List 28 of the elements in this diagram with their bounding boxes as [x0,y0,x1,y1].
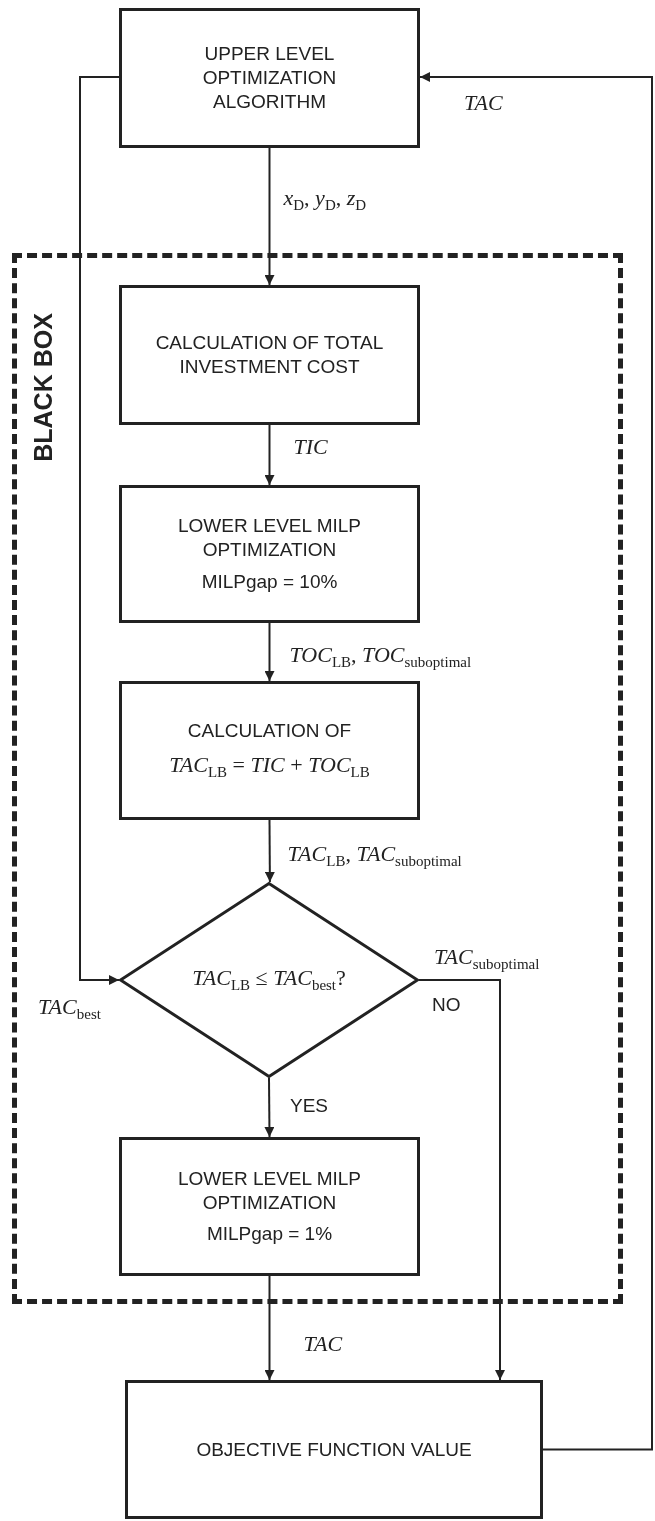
parameter-text: MILPgap = 10% [200,569,339,594]
arrow [79,76,120,985]
arrow [419,72,653,1451]
arrow [264,622,275,682]
node-label: CALCULATION OF [186,719,353,743]
node-label: LOWER LEVEL MILP OPTIMIZATION [177,1166,362,1215]
process-box [125,1380,543,1519]
decision-diamond [119,882,419,1078]
arrow [264,147,275,286]
formula-text: TAC$_{LB}$ ≤ TAC$_{best}$? [191,964,347,996]
node-label: OBJECTIVE FUNCTION VALUE [195,1437,473,1462]
arrow [264,1275,275,1381]
dashed-boundary [12,253,623,1304]
arrow [418,979,505,1381]
node-label: LOWER LEVEL MILP OPTIMIZATION [177,514,362,562]
parameter-text: MILPgap = 1% [205,1222,334,1247]
process-box [119,1137,420,1276]
arrow [264,819,275,883]
node-label: UPPER LEVEL OPTIMIZATION ALGORITHM [201,42,338,114]
formula-text: TAC$_{LB}$ = TIC + TOC$_{LB}$ [168,750,371,782]
boundary-title: BLACK BOX [28,313,58,462]
arrow [264,1077,275,1138]
process-box [119,8,420,148]
node-label: CALCULATION OF TOTAL INVESTMENT COST [154,331,385,379]
process-box [119,681,420,820]
arrow [264,424,275,486]
process-box [119,485,420,623]
process-box [119,285,420,425]
